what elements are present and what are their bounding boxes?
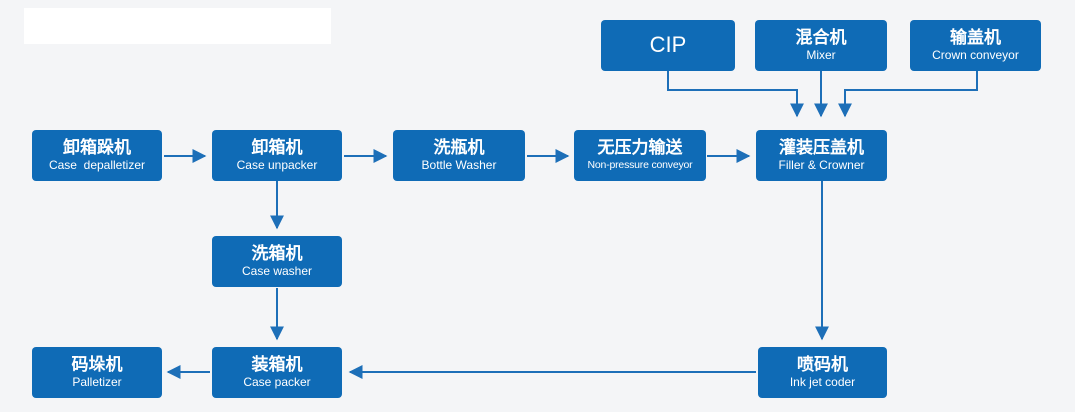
depalletizer-zh: 卸箱跺机 bbox=[63, 137, 131, 158]
unpacker-en: Case unpacker bbox=[236, 158, 318, 173]
palletizer-node: 码垛机 Palletizer bbox=[32, 347, 162, 398]
case-packer-zh: 装箱机 bbox=[251, 354, 303, 375]
mixer-zh: 混合机 bbox=[795, 27, 847, 48]
case-washer-en: Case washer bbox=[241, 264, 313, 279]
crown-conveyor-zh: 输盖机 bbox=[950, 27, 1001, 48]
filler-crowner-en: Filler & Crowner bbox=[778, 158, 865, 173]
case-washer-zh: 洗箱机 bbox=[251, 243, 303, 264]
case-packer-node: 装箱机 Case packer bbox=[212, 347, 342, 398]
palletizer-en: Palletizer bbox=[72, 375, 122, 390]
filler-crowner-node: 灌装压盖机 Filler & Crowner bbox=[756, 130, 887, 181]
non-pressure-conveyor-en: Non-pressure conveyor bbox=[587, 159, 693, 172]
depalletizer-node: 卸箱跺机 Case depalletizer bbox=[32, 130, 162, 181]
palletizer-zh: 码垛机 bbox=[71, 354, 123, 375]
unpacker-node: 卸箱机 Case unpacker bbox=[212, 130, 342, 181]
cip-label: CIP bbox=[649, 32, 687, 58]
case-packer-en: Case packer bbox=[243, 375, 311, 390]
ink-jet-coder-en: Ink jet coder bbox=[789, 375, 856, 390]
bottle-washer-en: Bottle Washer bbox=[421, 158, 497, 173]
non-pressure-conveyor-zh: 无压力输送 bbox=[597, 138, 683, 159]
bottle-washer-node: 洗瓶机 Bottle Washer bbox=[393, 130, 525, 181]
cip-node: CIP bbox=[601, 20, 735, 71]
ink-jet-coder-node: 喷码机 Ink jet coder bbox=[758, 347, 887, 398]
case-washer-node: 洗箱机 Case washer bbox=[212, 236, 342, 287]
crown-conveyor-node: 输盖机 Crown conveyor bbox=[910, 20, 1041, 71]
mixer-node: 混合机 Mixer bbox=[755, 20, 887, 71]
crown-conveyor-en: Crown conveyor bbox=[932, 48, 1019, 63]
arrow-cip-to-filler bbox=[667, 71, 804, 118]
filler-crowner-zh: 灌装压盖机 bbox=[779, 137, 864, 158]
ink-jet-coder-zh: 喷码机 bbox=[797, 354, 848, 375]
bottle-washer-zh: 洗瓶机 bbox=[433, 137, 485, 158]
mixer-en: Mixer bbox=[806, 48, 836, 63]
depalletizer-en: Case depalletizer bbox=[48, 158, 146, 173]
arrow-crown-to-filler bbox=[838, 71, 978, 118]
unpacker-zh: 卸箱机 bbox=[251, 137, 303, 158]
non-pressure-conveyor-node: 无压力输送 Non-pressure conveyor bbox=[574, 130, 706, 181]
blank-panel bbox=[24, 8, 331, 44]
